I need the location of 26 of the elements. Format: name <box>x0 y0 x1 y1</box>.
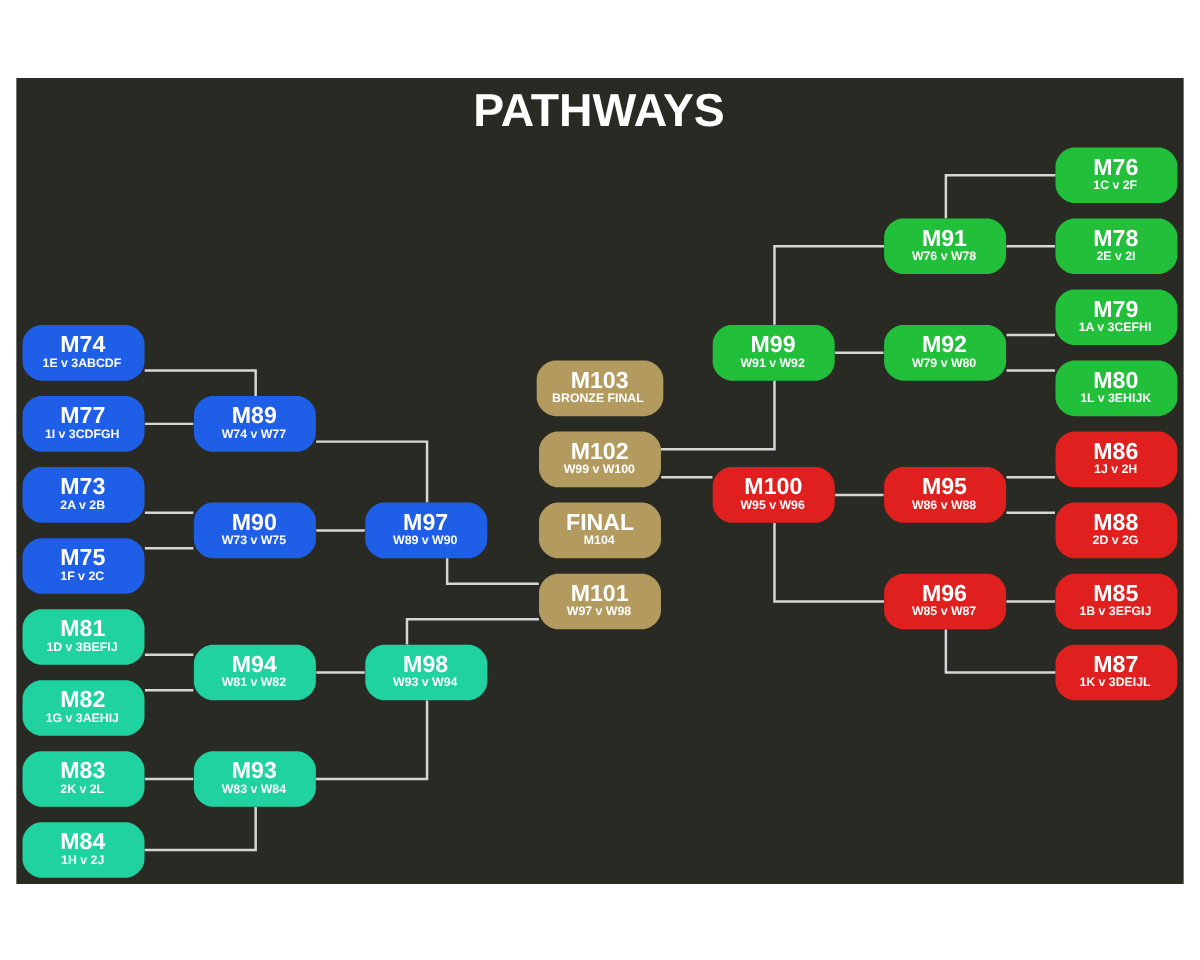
connector <box>316 528 365 531</box>
diagram-title: PATHWAYS <box>473 82 725 135</box>
connector <box>944 628 1056 673</box>
connector <box>661 379 776 450</box>
connector <box>944 173 1056 218</box>
connector <box>661 474 713 478</box>
connector <box>144 806 257 851</box>
connector <box>144 545 194 549</box>
connector <box>144 421 194 425</box>
connector <box>1006 474 1055 478</box>
connector <box>316 699 429 780</box>
connector <box>773 521 884 602</box>
connector <box>1006 368 1055 371</box>
connector <box>835 350 884 354</box>
connector <box>835 492 884 496</box>
connector <box>773 244 884 324</box>
connector <box>316 670 365 673</box>
connector <box>1006 599 1055 602</box>
connector <box>144 776 194 780</box>
connector <box>1006 510 1055 513</box>
connector <box>144 652 194 655</box>
connector <box>1006 332 1055 336</box>
connector <box>316 439 429 502</box>
connector <box>144 688 194 691</box>
connector <box>1006 244 1055 247</box>
connector <box>144 510 194 513</box>
